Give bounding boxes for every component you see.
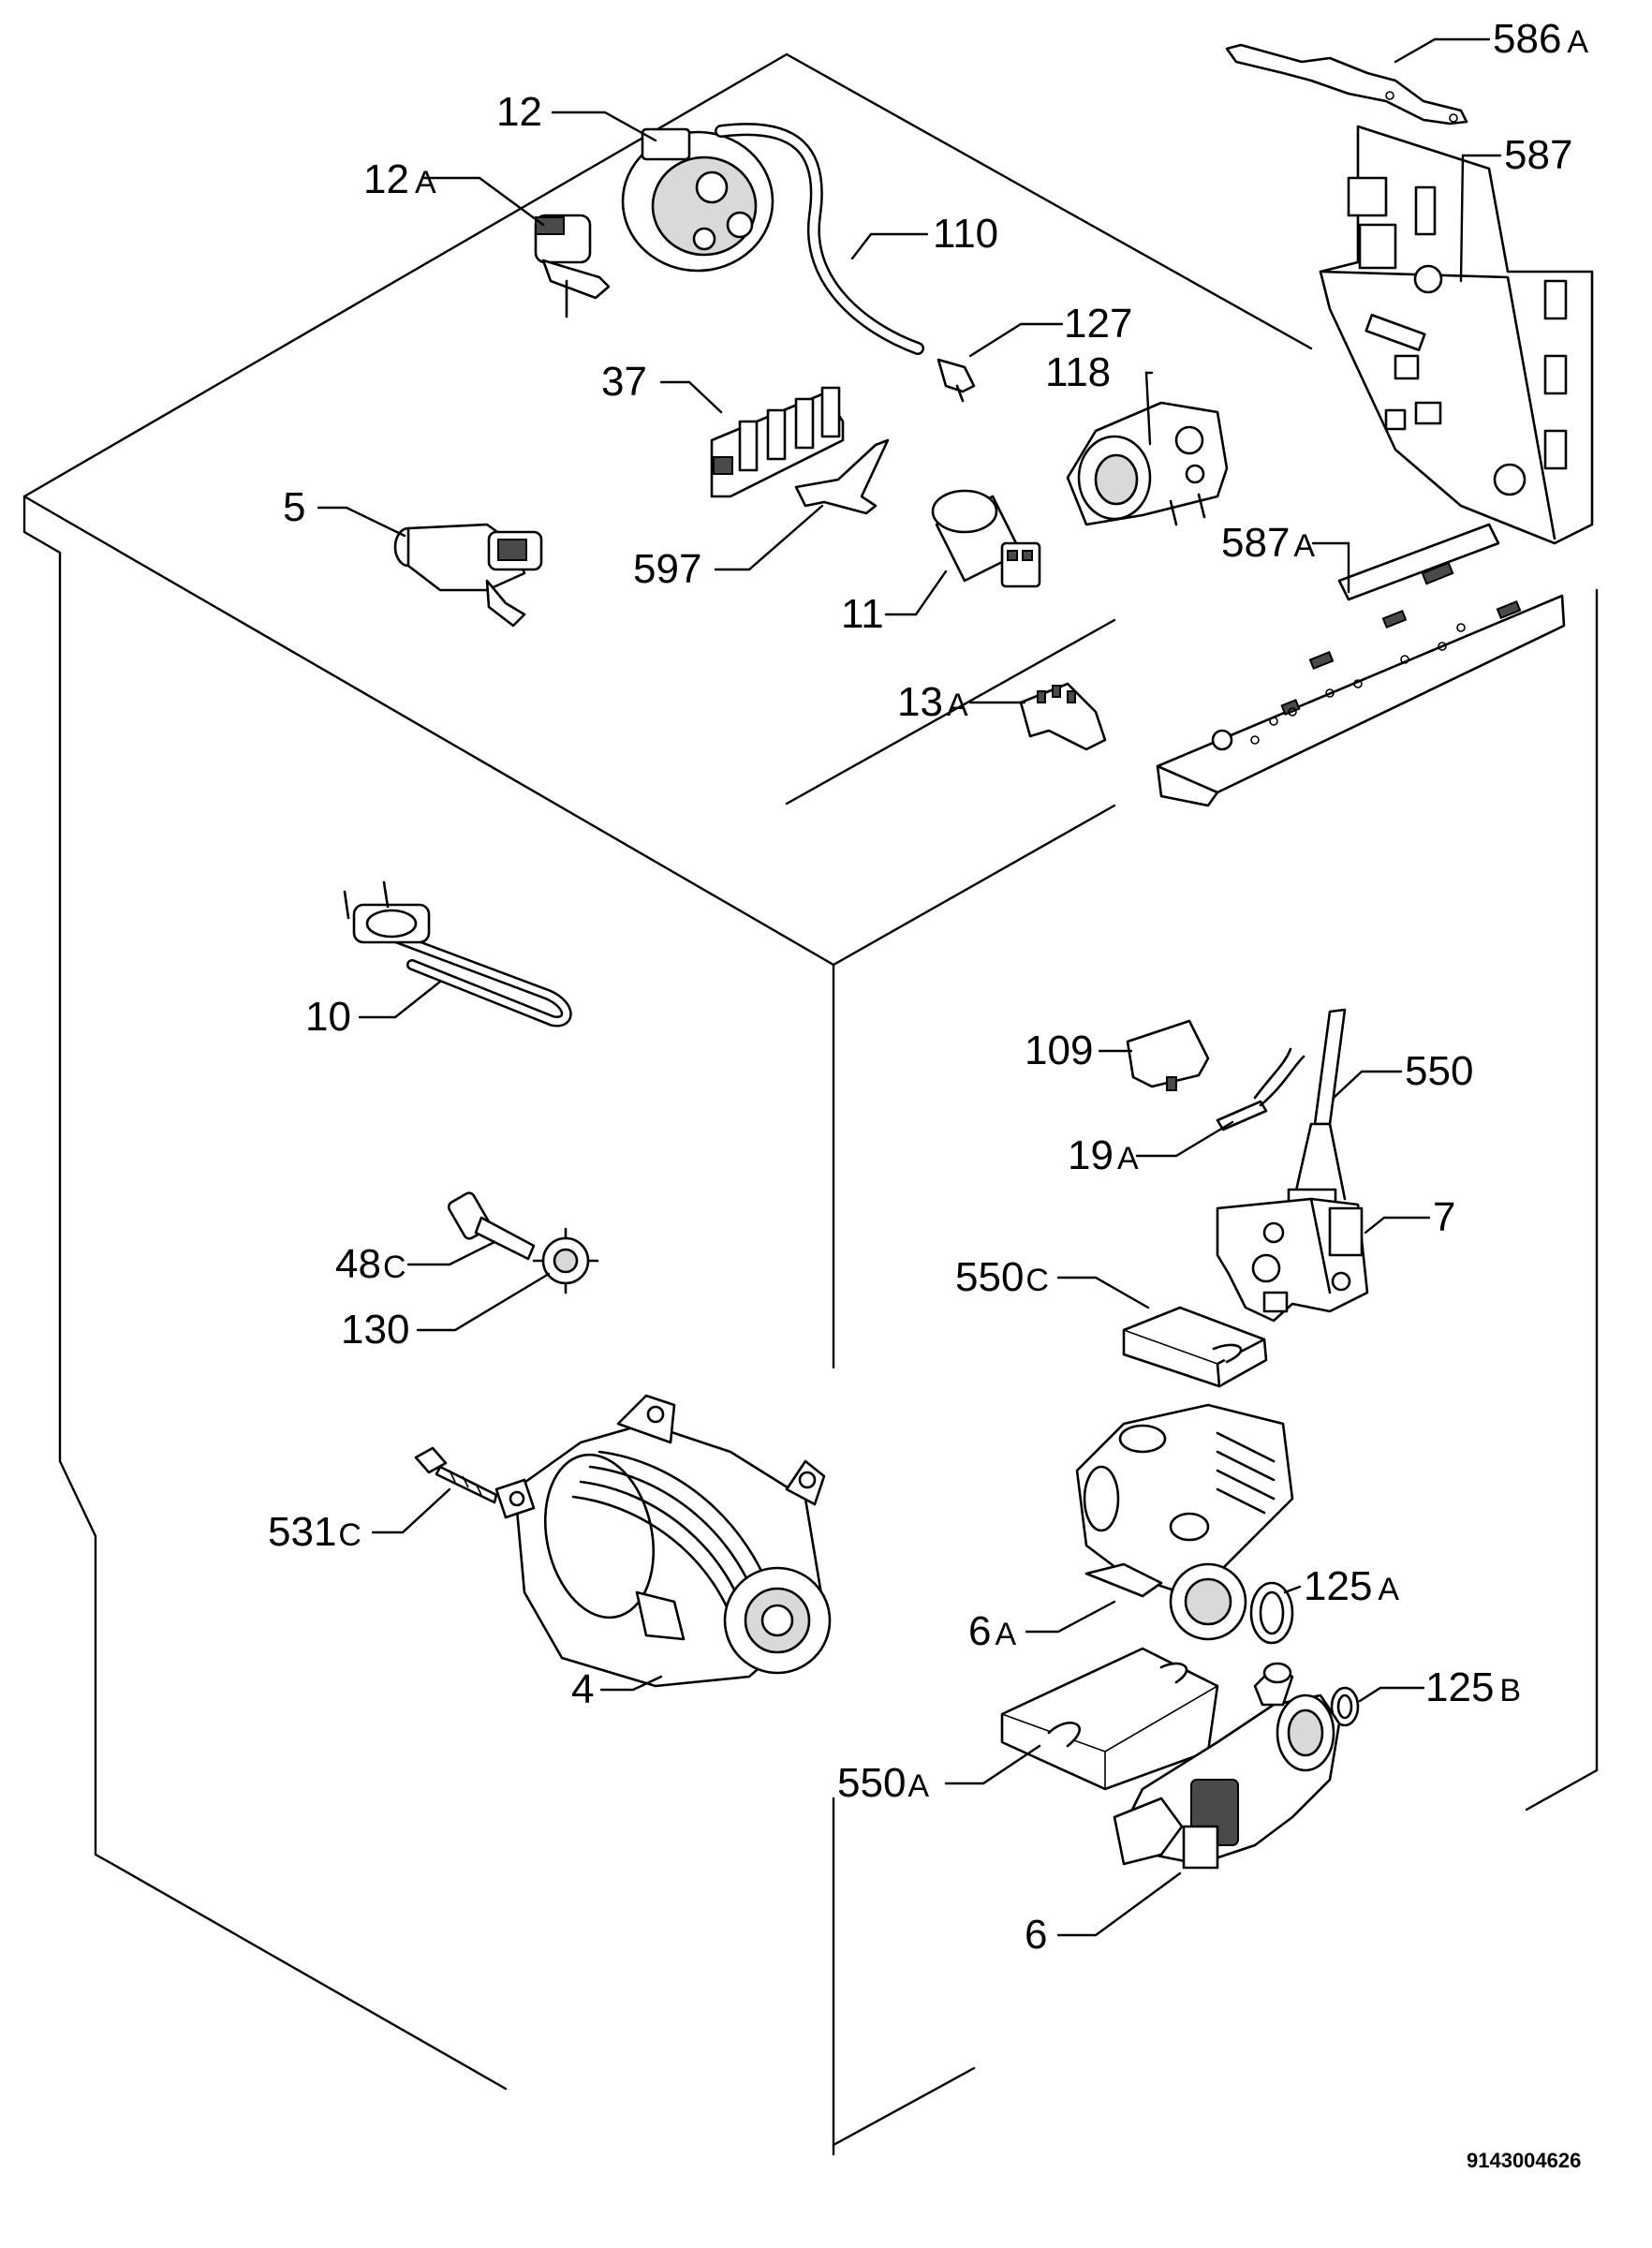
part-125a-seal-ring	[1249, 1581, 1294, 1645]
part-7-door-lock	[1216, 1197, 1369, 1323]
label-597: 597	[633, 546, 701, 592]
label-127: 127	[1064, 301, 1132, 347]
part-12a-small-switch	[534, 214, 611, 318]
label-7: 7	[1433, 1194, 1455, 1240]
part-118-switch-module	[1066, 401, 1229, 526]
part-6a-pump-housing	[1075, 1403, 1294, 1641]
label-12: 12	[496, 89, 542, 135]
part-48c-bolt	[447, 1191, 536, 1261]
part-6-drain-pump	[1113, 1662, 1341, 1870]
label-10: 10	[305, 994, 351, 1040]
part-550c-cover	[1122, 1306, 1268, 1388]
label-109: 109	[1025, 1028, 1093, 1073]
part-130-gear-nut	[532, 1227, 599, 1294]
part-531c-screw	[414, 1446, 498, 1504]
label-118: 118	[1045, 349, 1111, 395]
part-10-heating-element	[343, 880, 572, 1028]
part-13a-connector	[1019, 682, 1107, 751]
part-5-inlet-valve	[393, 523, 543, 628]
part-19a-sensor	[1216, 1047, 1305, 1131]
part-110-hose	[715, 123, 924, 355]
part-109-cap	[1126, 1019, 1210, 1091]
label-587: 587	[1504, 132, 1572, 178]
document-number: 9143004626	[1467, 2149, 1581, 2172]
part-550a-pump-cover	[1000, 1647, 1219, 1791]
part-37-terminal-bracket	[710, 386, 845, 498]
part-4-motor	[494, 1394, 832, 1688]
part-11-capacitor	[931, 489, 1041, 588]
part-12-pressure-switch	[621, 127, 774, 273]
label-37: 37	[601, 359, 647, 405]
label-130: 130	[341, 1307, 409, 1353]
part-587a-circuit-board	[1156, 523, 1566, 807]
label-110: 110	[933, 211, 998, 257]
label-531c: 531C	[268, 1509, 361, 1555]
appliance-cabinet-outline	[22, 52, 1599, 2156]
part-597-clip	[794, 438, 890, 515]
label-550: 550	[1405, 1048, 1473, 1094]
label-550c: 550C	[955, 1254, 1049, 1300]
part-587-control-housing	[1319, 125, 1594, 545]
label-5: 5	[283, 484, 305, 530]
label-11: 11	[841, 591, 884, 637]
label-6: 6	[1025, 1912, 1047, 1958]
label-48c: 48C	[335, 1241, 406, 1287]
leader-lines	[317, 37, 1502, 1937]
part-127-hose-connector	[937, 358, 976, 403]
part-550-cable-harness	[1287, 1008, 1347, 1210]
label-4: 4	[571, 1666, 594, 1712]
part-586a-bracket	[1225, 43, 1468, 126]
part-125b-seal-ring	[1330, 1686, 1360, 1727]
label-550a: 550A	[837, 1760, 929, 1806]
